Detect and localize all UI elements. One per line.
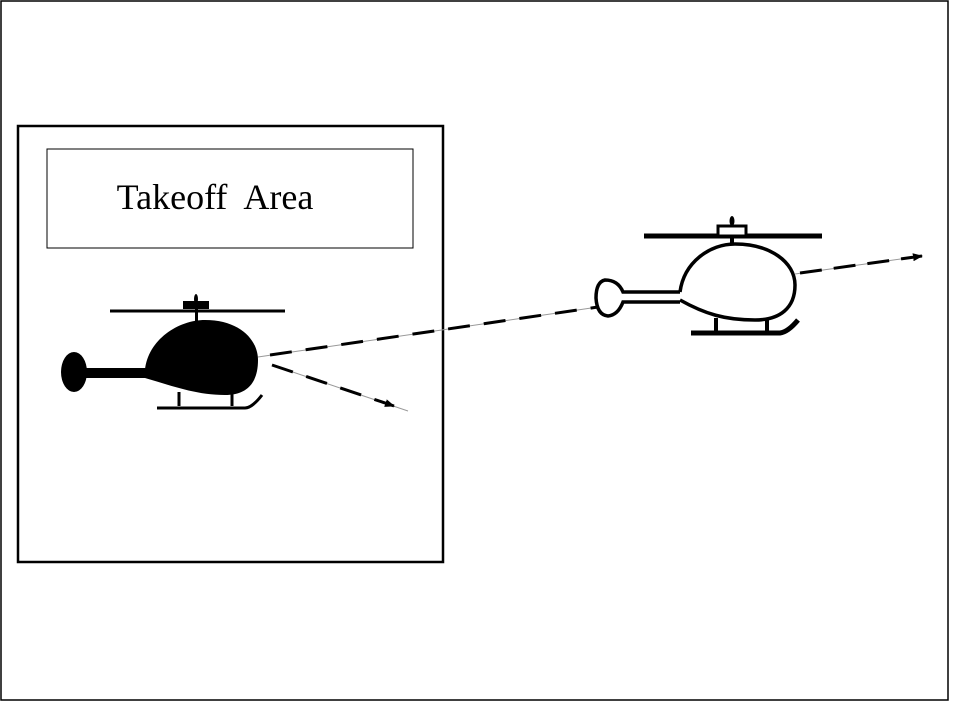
helicopter-in-flight-icon — [594, 216, 822, 336]
trajectory-departure-arrow — [794, 253, 923, 275]
takeoff-area-label: Takeoff Area — [117, 177, 314, 217]
trajectory-climb — [257, 305, 599, 358]
takeoff-label-box — [46, 148, 414, 249]
takeoff-area-boundary — [16, 124, 445, 564]
trajectory-descend-arrow — [271, 363, 409, 412]
helicopter-on-ground-icon — [61, 294, 285, 410]
